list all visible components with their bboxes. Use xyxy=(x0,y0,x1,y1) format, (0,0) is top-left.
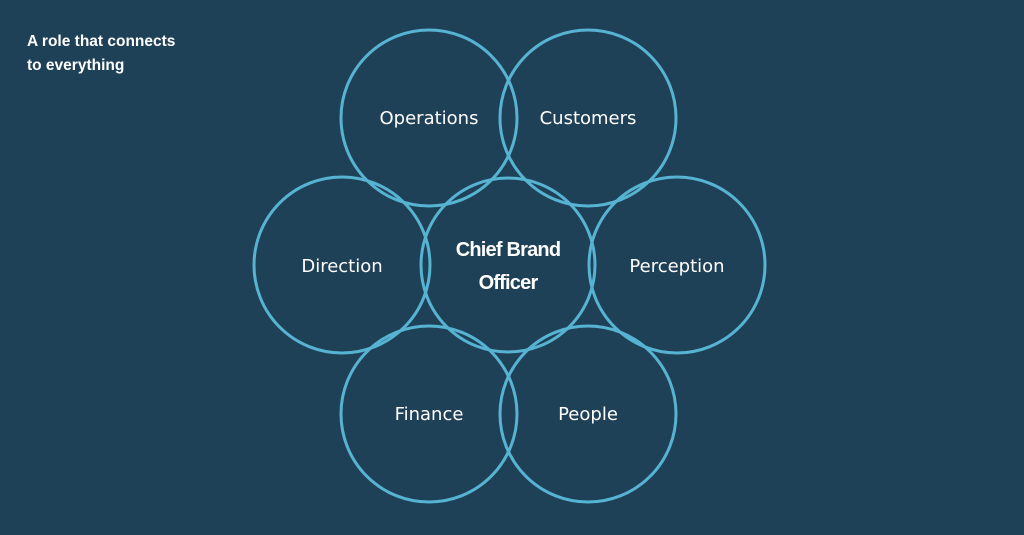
center-label-line-2: Officer xyxy=(479,272,539,294)
heading-line-1: A role that connects xyxy=(27,33,176,50)
circle-direction xyxy=(252,175,432,355)
circle-finance xyxy=(339,324,519,504)
center-label-line-1: Chief Brand xyxy=(456,239,561,261)
circle-people xyxy=(498,324,678,504)
label-direction: Direction xyxy=(301,256,382,277)
label-operations: Operations xyxy=(380,108,479,129)
label-finance: Finance xyxy=(395,404,464,425)
label-people: People xyxy=(558,404,618,425)
circle-operations xyxy=(339,28,519,208)
circle-perception xyxy=(587,175,767,355)
diagram-heading: A role that connects to everything xyxy=(27,30,227,78)
label-perception: Perception xyxy=(629,256,724,277)
circle-customers xyxy=(498,28,678,208)
label-customers: Customers xyxy=(540,108,637,129)
heading-line-2: to everything xyxy=(27,57,125,74)
circle-center xyxy=(419,176,597,354)
